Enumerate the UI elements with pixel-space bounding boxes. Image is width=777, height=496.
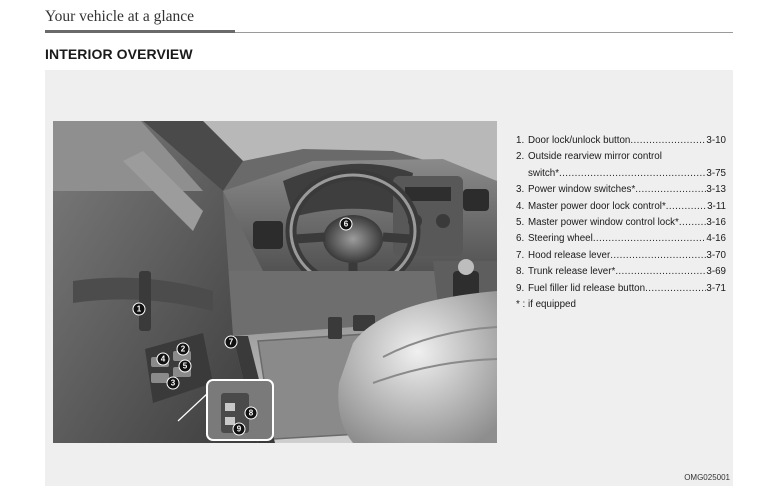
callout-2: 2 [176, 342, 190, 356]
svg-text:6: 6 [344, 220, 349, 229]
legend-item-7: 7. Hood release lever3-70 [516, 248, 726, 264]
svg-text:8: 8 [249, 409, 254, 418]
callout-5: 5 [178, 359, 192, 373]
legend-list: 1. Door lock/unlock button3-10 2. Outsid… [516, 133, 726, 313]
legend-item-2: 2. Outside rearview mirror control switc… [516, 149, 726, 182]
callout-8: 8 [244, 406, 258, 420]
svg-text:2: 2 [181, 345, 186, 354]
section-header-rule [235, 32, 733, 33]
footnote: * : if equipped [516, 299, 576, 311]
svg-text:1: 1 [137, 305, 142, 314]
legend-item-6: 6. Steering wheel4-16 [516, 231, 726, 247]
callout-4: 4 [156, 352, 170, 366]
legend-item-5: 5. Master power window control lock*3-16 [516, 215, 726, 231]
svg-text:7: 7 [229, 338, 234, 347]
legend-item-1: 1. Door lock/unlock button3-10 [516, 133, 726, 149]
page-title: INTERIOR OVERVIEW [45, 46, 193, 62]
section-header: Your vehicle at a glance [45, 8, 195, 25]
callout-9: 9 [232, 422, 246, 436]
section-header-bar [45, 30, 235, 33]
svg-text:4: 4 [161, 355, 166, 364]
legend-item-9: 9. Fuel filler lid release button3-71 [516, 281, 726, 297]
legend-item-4: 4. Master power door lock control*3-11 [516, 199, 726, 215]
svg-text:9: 9 [237, 425, 242, 434]
callout-6: 6 [339, 217, 353, 231]
interior-illustration: 1 2 3 4 5 6 7 8 9 [53, 121, 497, 443]
callout-1: 1 [132, 302, 146, 316]
legend-item-3: 3. Power window switches*3-13 [516, 182, 726, 198]
callout-7: 7 [224, 335, 238, 349]
callout-3: 3 [166, 376, 180, 390]
svg-text:5: 5 [183, 362, 188, 371]
image-code: OMG025001 [684, 473, 730, 482]
legend-item-8: 8. Trunk release lever*3-69 [516, 264, 726, 280]
svg-text:3: 3 [171, 379, 176, 388]
